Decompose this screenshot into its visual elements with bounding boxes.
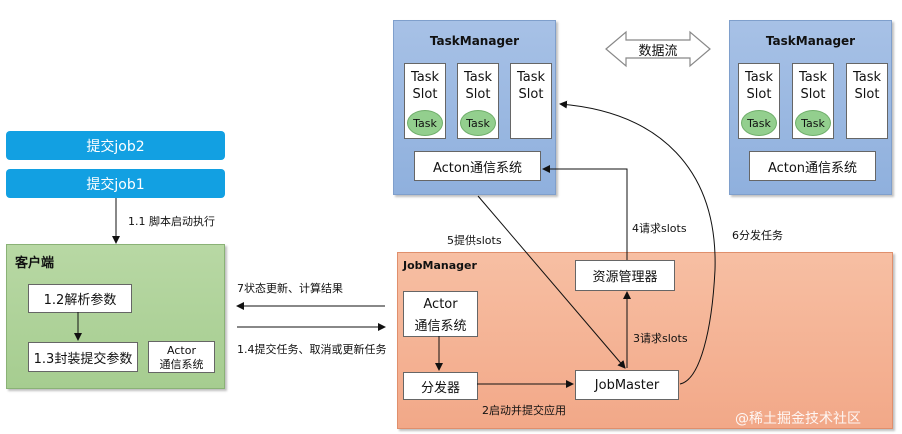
task-circle: Task: [795, 110, 831, 136]
task-slot-label: Task Slot: [410, 70, 440, 102]
taskmanager-title: TaskManager: [765, 34, 856, 48]
client-actor-box: Actor 通信系统: [148, 341, 215, 373]
step-1-1-label: 1.1 脚本启动执行: [128, 215, 215, 228]
actor-system-box: Acton通信系统: [749, 151, 876, 181]
task-slot-label: Task Slot: [463, 70, 493, 102]
taskmanager-right: TaskManager Task Slot Task Task Slot Tas…: [729, 20, 892, 195]
task-slot: Task Slot: [846, 63, 888, 139]
resource-manager-box: 资源管理器: [575, 260, 675, 291]
package-params-box: 1.3封装提交参数: [28, 342, 138, 372]
submit-job2-bar: 提交job2: [6, 131, 225, 160]
task-slot: Task Slot Task: [792, 63, 834, 139]
task-slot-label: Task Slot: [798, 70, 828, 102]
parse-params-box: 1.2解析参数: [28, 284, 132, 313]
data-flow-label: 数据流: [638, 43, 678, 59]
edge-6-label: 6分发任务: [732, 229, 783, 242]
jobmanager-title: JobManager: [403, 259, 477, 272]
arrow-6-jobmaster-to-tm: [559, 100, 716, 385]
jm-actor-line1: Actor: [423, 297, 458, 312]
arrow-4-rm-to-tm: [542, 165, 628, 260]
edge-4-label: 4请求slots: [632, 222, 687, 235]
task-circle: Task: [407, 110, 443, 136]
task-slot: Task Slot Task: [457, 63, 499, 139]
jobmaster-box: JobMaster: [575, 370, 679, 400]
task-slot: Task Slot Task: [404, 63, 446, 139]
task-circle: Task: [741, 110, 777, 136]
task-circle: Task: [460, 110, 496, 136]
task-slot-label: Task Slot: [516, 70, 546, 102]
edge-5-label: 5提供slots: [447, 234, 502, 247]
jm-actor-line2: 通信系统: [414, 319, 467, 334]
watermark: @稀土掘金技术社区: [735, 411, 861, 427]
status-update-label: 7状态更新、计算结果: [237, 282, 343, 295]
actor-system-box: Acton通信系统: [414, 151, 541, 181]
submit-task-label: 1.4提交任务、取消或更新任务: [237, 343, 387, 356]
edge-2-label: 2启动并提交应用: [482, 404, 566, 417]
client-panel: 客户端 1.2解析参数 1.3封装提交参数 Actor 通信系统: [6, 244, 225, 389]
submit-job1-bar: 提交job1: [6, 169, 225, 198]
data-flow-arrow: [605, 30, 711, 68]
jobmanager-panel: JobManager Actor 通信系统 分发器 资源管理器 JobMaste…: [397, 252, 893, 429]
jm-actor-box: Actor 通信系统: [403, 291, 478, 337]
taskmanager-title: TaskManager: [429, 34, 520, 48]
arrow-5-tm-to-jobmaster: [477, 195, 626, 369]
task-slot-label: Task Slot: [852, 70, 882, 102]
taskmanager-left: TaskManager Task Slot Task Task Slot Tas…: [393, 20, 556, 195]
dispatcher-box: 分发器: [403, 372, 478, 400]
task-slot: Task Slot: [510, 63, 552, 139]
edge-3-label: 3请求slots: [633, 332, 688, 345]
client-actor-line1: Actor: [167, 344, 196, 357]
client-actor-line2: 通信系统: [159, 358, 204, 371]
task-slot-label: Task Slot: [744, 70, 774, 102]
task-slot: Task Slot Task: [738, 63, 780, 139]
client-title: 客户端: [15, 256, 55, 271]
